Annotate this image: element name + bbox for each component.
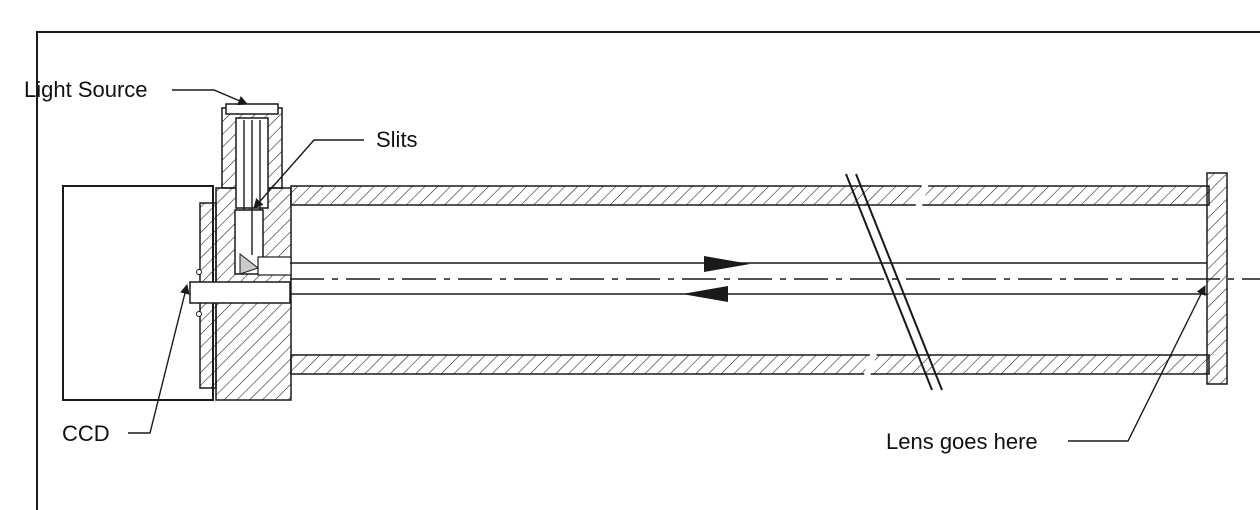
frame-border bbox=[36, 31, 1260, 510]
leader-slits bbox=[253, 139, 364, 209]
leader-lens bbox=[1068, 285, 1206, 442]
tube-top-wall bbox=[290, 185, 1210, 206]
mount-block bbox=[189, 187, 292, 401]
label-slits: Slits bbox=[376, 127, 418, 152]
label-ccd: CCD bbox=[62, 421, 110, 446]
break-marks bbox=[845, 170, 943, 391]
label-lens: Lens goes here bbox=[886, 429, 1038, 454]
arrow-return bbox=[682, 286, 728, 302]
leader-ccd bbox=[128, 284, 190, 434]
leader-light-source bbox=[172, 89, 248, 106]
arrow-outgoing bbox=[704, 256, 750, 272]
tube-bottom-wall bbox=[290, 354, 1210, 375]
label-light-source: Light Source bbox=[24, 77, 148, 102]
light-source-tower bbox=[221, 103, 283, 255]
beam-paths bbox=[290, 262, 1260, 295]
